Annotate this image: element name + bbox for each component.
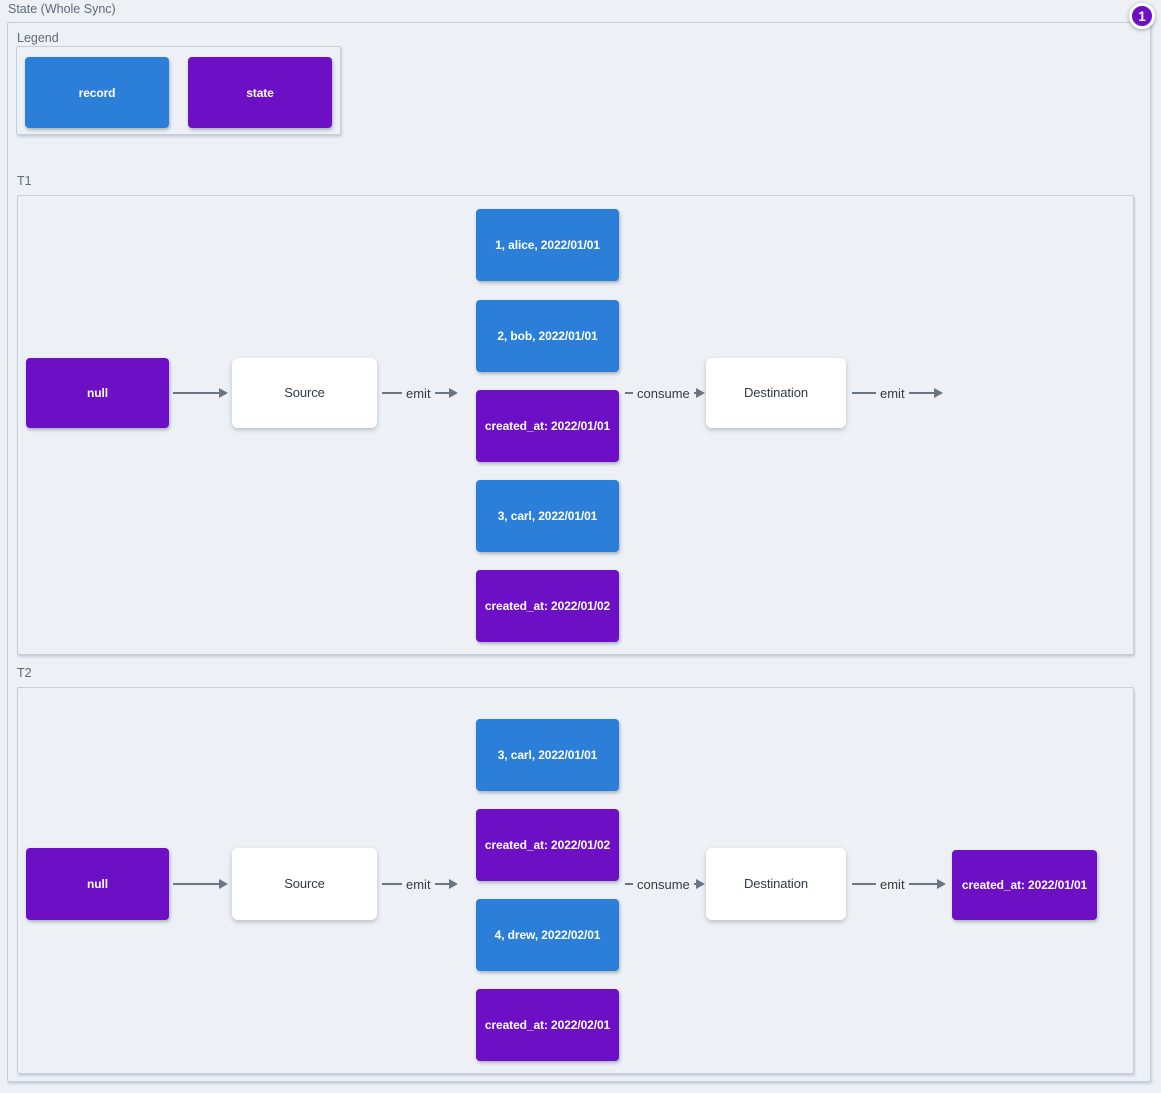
edge-line: [173, 392, 220, 394]
t2-stack-record-1: 3, carl, 2022/01/01: [476, 719, 619, 791]
legend-record-node: record: [25, 57, 169, 128]
edge-line: [382, 883, 402, 885]
t1-edge-null-to-source: [173, 385, 228, 401]
annotation-badge-1[interactable]: 1: [1129, 3, 1155, 29]
t1-consume-label: consume: [637, 385, 690, 401]
outer-container: [7, 22, 1151, 1082]
section-t2-box: [17, 687, 1134, 1074]
t1-edge-emit-out: emit: [852, 385, 943, 401]
t2-stack-record-2: 4, drew, 2022/02/01: [476, 899, 619, 971]
t1-stack-state-1: created_at: 2022/01/01: [476, 390, 619, 462]
edge-line: [693, 392, 697, 394]
arrowhead-icon: [696, 388, 705, 398]
arrowhead-icon: [449, 388, 458, 398]
t2-edge-null-to-source: [173, 876, 228, 892]
t1-stack-record-2: 2, bob, 2022/01/01: [476, 300, 619, 372]
t1-emit-out-label: emit: [880, 385, 905, 401]
t1-destination-node: Destination: [706, 358, 846, 428]
t2-stack-state-1: created_at: 2022/01/02: [476, 809, 619, 881]
arrowhead-icon: [449, 879, 458, 889]
section-t2-label: T2: [17, 666, 32, 680]
t1-stack-record-1: 1, alice, 2022/01/01: [476, 209, 619, 281]
t2-destination-node: Destination: [706, 848, 846, 920]
arrowhead-icon: [937, 879, 946, 889]
t2-null-node: null: [26, 848, 169, 920]
arrowhead-icon: [696, 879, 705, 889]
arrowhead-icon: [934, 388, 943, 398]
edge-line: [173, 883, 220, 885]
t2-emit-out-label: emit: [880, 876, 905, 892]
t1-source-node: Source: [232, 358, 377, 428]
t1-stack-state-2: created_at: 2022/01/02: [476, 570, 619, 642]
t2-output-state-node: created_at: 2022/01/01: [952, 850, 1097, 920]
t2-consume-label: consume: [637, 876, 690, 892]
t1-edge-consume: consume: [625, 385, 705, 401]
t2-stack-state-2: created_at: 2022/02/01: [476, 989, 619, 1061]
edge-line: [434, 883, 450, 885]
page-title: State (Whole Sync): [8, 2, 116, 16]
edge-line: [434, 392, 450, 394]
t1-null-node: null: [26, 358, 169, 428]
arrowhead-icon: [219, 879, 228, 889]
edge-line: [908, 883, 938, 885]
t1-edge-emit: emit: [382, 385, 458, 401]
edge-line: [625, 392, 633, 394]
edge-line: [908, 392, 935, 394]
t2-edge-consume: consume: [625, 876, 705, 892]
legend-box: [16, 46, 341, 135]
edge-line: [852, 392, 876, 394]
t2-source-node: Source: [232, 848, 377, 920]
section-t1-box: [17, 195, 1134, 655]
t1-stack-record-3: 3, carl, 2022/01/01: [476, 480, 619, 552]
edge-line: [625, 883, 633, 885]
edge-line: [693, 883, 697, 885]
t2-edge-emit-out: emit: [852, 876, 946, 892]
legend-label: Legend: [17, 31, 59, 45]
edge-line: [852, 883, 876, 885]
edge-line: [382, 392, 402, 394]
arrowhead-icon: [219, 388, 228, 398]
legend-state-node: state: [188, 57, 332, 128]
t2-emit-label: emit: [406, 876, 431, 892]
section-t1-label: T1: [17, 174, 32, 188]
t1-emit-label: emit: [406, 385, 431, 401]
t2-edge-emit: emit: [382, 876, 458, 892]
